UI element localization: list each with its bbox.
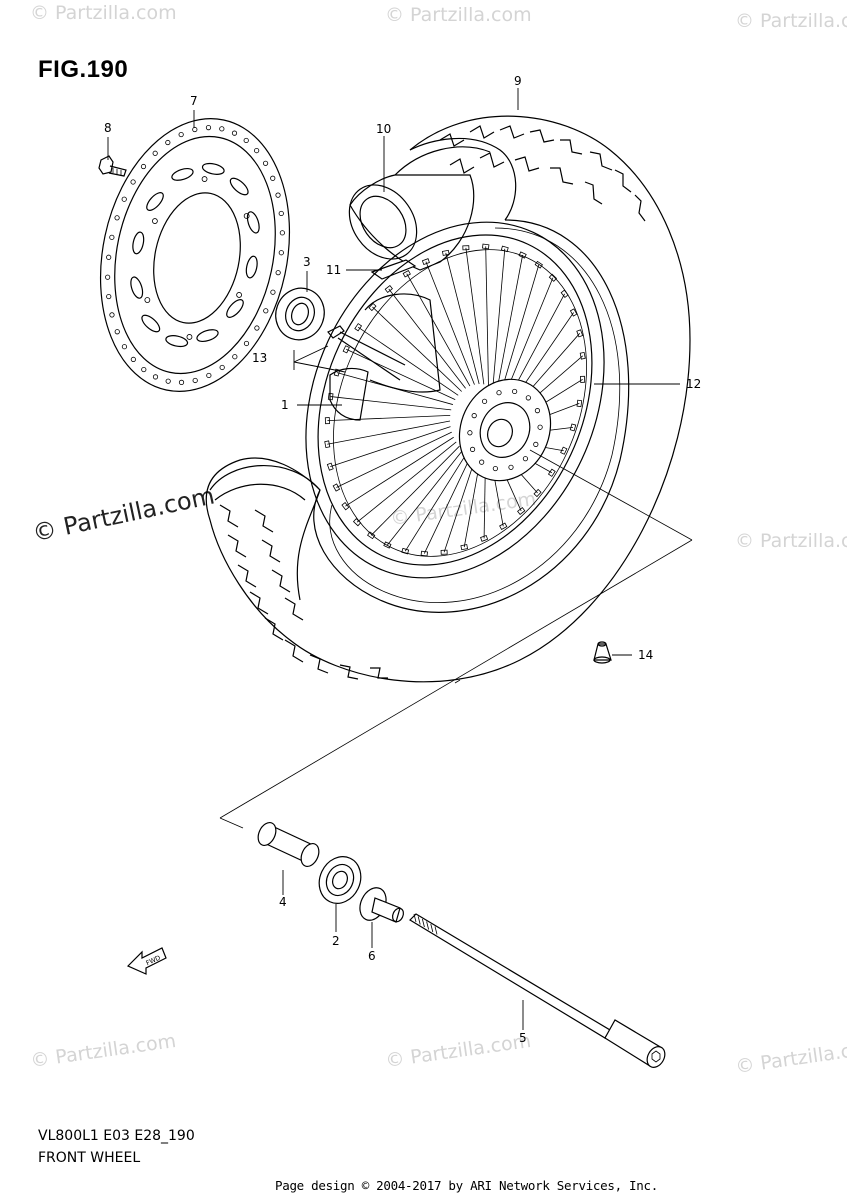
callout-7[interactable]: 7 — [190, 94, 198, 108]
exploded-axis-lines — [219, 449, 693, 829]
model-code: VL800L1 E03 E28_190 — [38, 1128, 195, 1144]
callout-3[interactable]: 3 — [303, 255, 311, 269]
front-axle-part[interactable] — [409, 913, 668, 1071]
callout-8[interactable]: 8 — [104, 121, 112, 135]
callout-14[interactable]: 14 — [638, 648, 654, 662]
tire-part[interactable] — [205, 115, 691, 683]
callout-leader-lines — [107, 88, 680, 1030]
callout-6[interactable]: 6 — [368, 949, 376, 963]
axle-collar-part[interactable] — [355, 884, 406, 925]
callout-10[interactable]: 10 — [376, 122, 392, 136]
wheel-rim-part[interactable] — [250, 173, 660, 627]
inner-tube-part[interactable] — [335, 146, 491, 272]
callout-11[interactable]: 11 — [326, 263, 342, 277]
upper-bearing-part[interactable] — [269, 281, 332, 346]
callout-4[interactable]: 4 — [279, 895, 287, 909]
callout-12[interactable]: 12 — [686, 377, 702, 391]
watermark-top-center: © Partzilla.com — [385, 4, 532, 26]
figure-caption: FRONT WHEEL — [38, 1150, 141, 1166]
figure-title: FIG.190 — [38, 56, 129, 83]
disc-bolt-part[interactable] — [98, 155, 127, 177]
watermark-top-left: © Partzilla.com — [30, 2, 177, 24]
forward-direction-arrow-icon: FWD — [126, 947, 167, 975]
callout-2[interactable]: 2 — [332, 934, 340, 948]
spoke-set-part[interactable] — [327, 325, 406, 381]
watermark-top-right: © Partzilla.com — [735, 10, 847, 32]
page-design-credit: Page design © 2004-2017 by ARI Network S… — [275, 1178, 658, 1193]
callout-9[interactable]: 9 — [514, 74, 522, 88]
valve-cap-part[interactable] — [593, 641, 612, 664]
lower-bearing-part[interactable] — [312, 850, 369, 910]
callout-5[interactable]: 5 — [519, 1031, 527, 1045]
callout-13[interactable]: 13 — [252, 351, 268, 365]
callout-1[interactable]: 1 — [281, 398, 289, 412]
watermark-mid-right: © Partzilla.com — [735, 530, 847, 552]
brake-disc-part[interactable] — [76, 101, 313, 409]
spacer-part[interactable] — [255, 820, 323, 870]
